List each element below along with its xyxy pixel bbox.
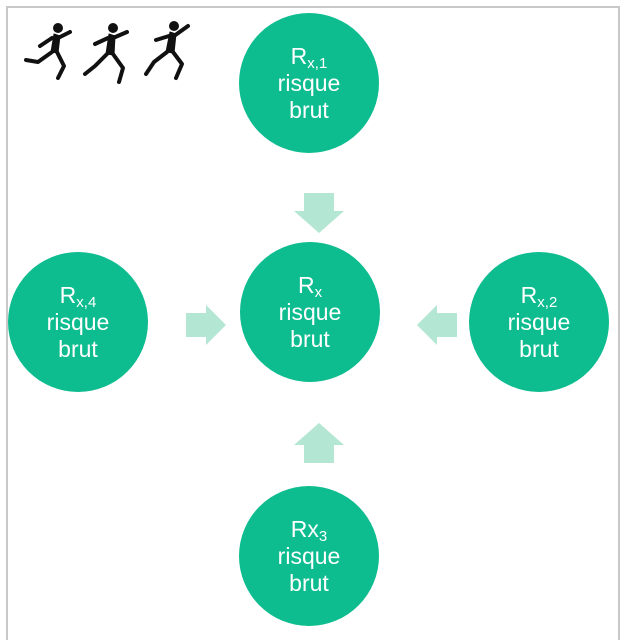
node-rx3-line2: risque	[277, 542, 341, 569]
node-rx1-line2: risque	[277, 69, 341, 96]
arrow-down-icon	[294, 193, 344, 233]
node-rx1: Rx,1 risque brut	[239, 13, 379, 153]
node-rx-label: Rx	[297, 271, 323, 301]
runners-illustration	[24, 21, 190, 84]
node-rx1-label: Rx,1	[290, 42, 328, 72]
runner-1	[24, 23, 72, 80]
node-rx1-line3: brut	[289, 96, 329, 123]
node-rx: Rx risque brut	[240, 242, 380, 382]
arrow-left-icon	[417, 305, 457, 345]
node-rx3: Rx3 risque brut	[239, 486, 379, 626]
node-rx4: Rx,4 risque brut	[8, 252, 148, 392]
node-rx4-line3: brut	[58, 335, 98, 362]
node-rx2-line2: risque	[507, 308, 571, 335]
arrow-up-icon	[294, 423, 344, 463]
diagram-frame	[6, 6, 620, 640]
node-rx4-label: Rx,4	[59, 281, 97, 311]
node-rx3-line3: brut	[289, 569, 329, 596]
runner-2	[83, 23, 129, 84]
node-rx2-label: Rx,2	[520, 281, 558, 311]
arrow-right-icon	[186, 305, 226, 345]
node-rx3-label: Rx3	[290, 515, 328, 545]
node-rx2: Rx,2 risque brut	[469, 252, 609, 392]
node-rx2-line3: brut	[519, 335, 559, 362]
node-rx-line3: brut	[290, 325, 330, 352]
runner-3	[144, 21, 190, 80]
node-rx4-line2: risque	[46, 308, 110, 335]
node-rx-line2: risque	[278, 298, 342, 325]
